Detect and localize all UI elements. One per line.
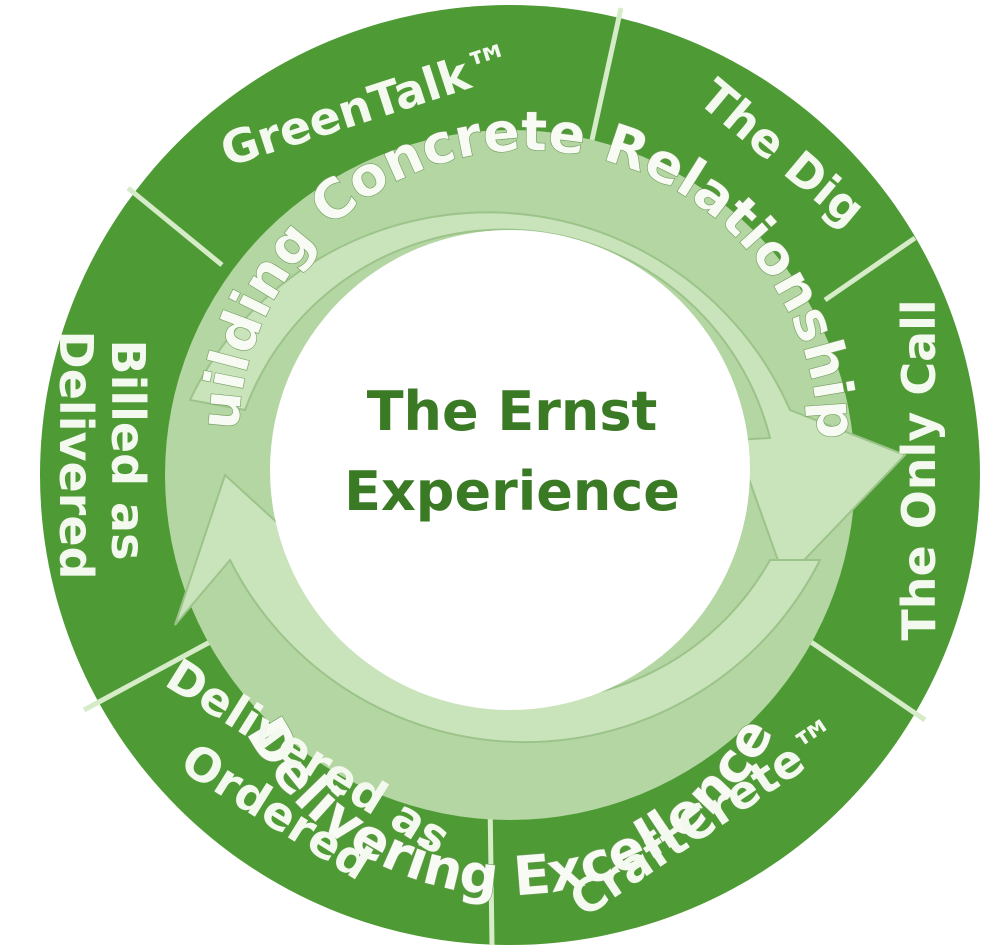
- center-disk: [270, 230, 750, 710]
- center-title-line-1: The Ernst: [367, 380, 658, 443]
- divider-delivered-billed: [82, 639, 212, 713]
- divider-billed-greentalk: [126, 186, 224, 267]
- divider-greentalk-dig: [589, 7, 624, 141]
- segment-label-billed-as-delivered-1: Billed as: [101, 340, 155, 561]
- segment-label-the-only-call: The Only Call: [892, 299, 946, 640]
- segment-label-billed-as-delivered-2: Delivered: [49, 331, 103, 580]
- segment-dividers: [82, 7, 927, 946]
- divider-dig-onlycall: [823, 235, 917, 303]
- divider-craftcrete-delivered: [487, 797, 495, 946]
- arrow-bottom-band: [174, 473, 822, 744]
- divider-onlycall-craftcrete: [806, 637, 927, 723]
- center-title-line-2: Experience: [344, 460, 680, 523]
